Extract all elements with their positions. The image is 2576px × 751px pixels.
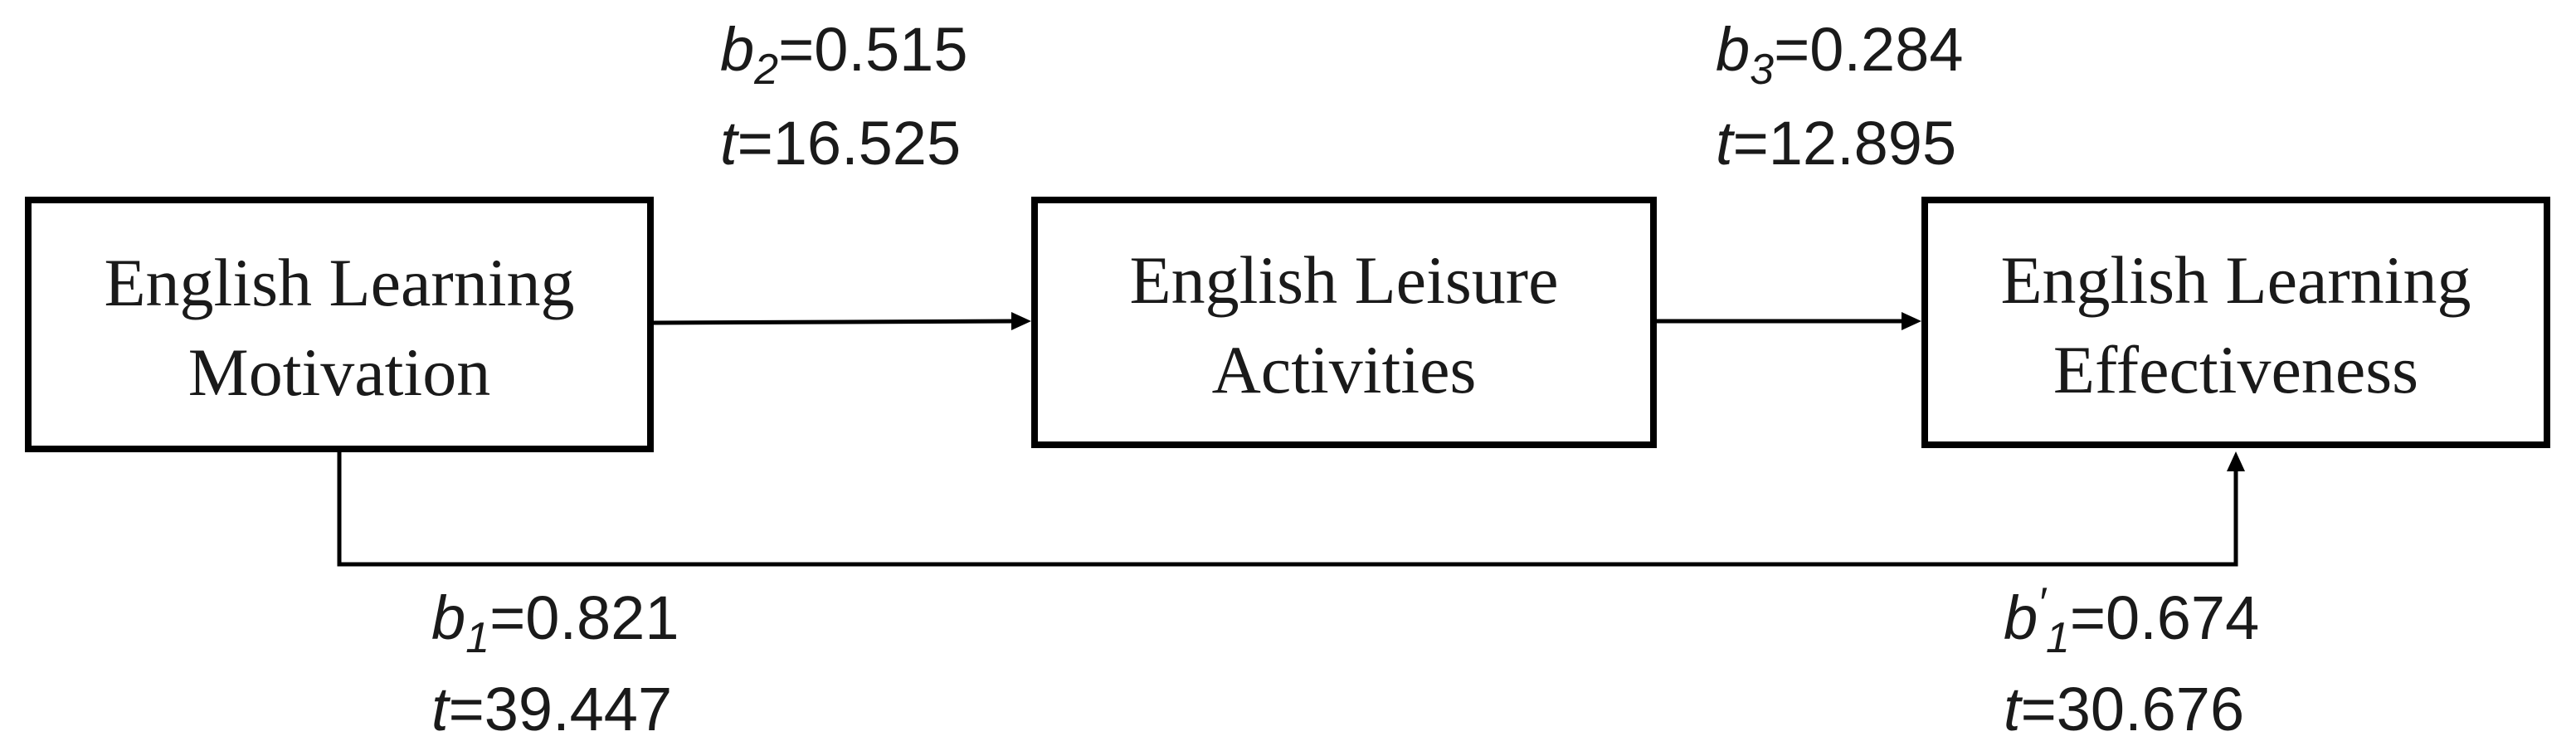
- arrowhead-up: [2227, 451, 2245, 471]
- t-value-b3: t=12.895: [1716, 109, 1956, 178]
- node-effectiveness-label-line2: Effectiveness: [2053, 332, 2418, 407]
- arrow-motivation-to-leisure: [653, 312, 1031, 330]
- arrow-motivation-to-effectiveness: [337, 451, 2245, 567]
- coefficient-b2: b2=0.515: [720, 15, 967, 94]
- node-effectiveness-box: [1921, 197, 2550, 448]
- coefficient-b1: b1=0.821: [431, 583, 679, 662]
- coefficient-b1-prime: b′1=0.674: [2004, 579, 2259, 662]
- arrowhead-right: [1011, 312, 1031, 330]
- path-label-b1: b1=0.821 t=39.447: [431, 583, 679, 744]
- path-label-b3: b3=0.284 t=12.895: [1716, 15, 1963, 178]
- node-leisure-label-line1: English Leisure: [1130, 242, 1559, 318]
- node-leisure: English Leisure Activities: [1031, 197, 1657, 448]
- path-label-b1-prime: b′1=0.674 t=30.676: [2004, 579, 2259, 744]
- t-value-b1-prime: t=30.676: [2004, 675, 2244, 744]
- arrowhead-right: [1902, 312, 1921, 330]
- node-effectiveness-label-line1: English Learning: [2000, 242, 2471, 318]
- node-leisure-label-line2: Activities: [1212, 332, 1477, 407]
- arrow-leisure-to-effectiveness: [1657, 312, 1921, 330]
- path-label-b2: b2=0.515 t=16.525: [720, 15, 967, 178]
- t-value-b2: t=16.525: [720, 109, 961, 178]
- t-value-b1: t=39.447: [431, 675, 672, 744]
- node-motivation-label-line1: English Learning: [104, 245, 574, 320]
- node-motivation-label-line2: Motivation: [188, 334, 490, 410]
- node-motivation-box: [25, 197, 654, 452]
- node-motivation: English Learning Motivation: [25, 197, 654, 452]
- coefficient-b3: b3=0.284: [1716, 15, 1963, 94]
- node-effectiveness: English Learning Effectiveness: [1921, 197, 2550, 448]
- node-leisure-box: [1031, 197, 1657, 448]
